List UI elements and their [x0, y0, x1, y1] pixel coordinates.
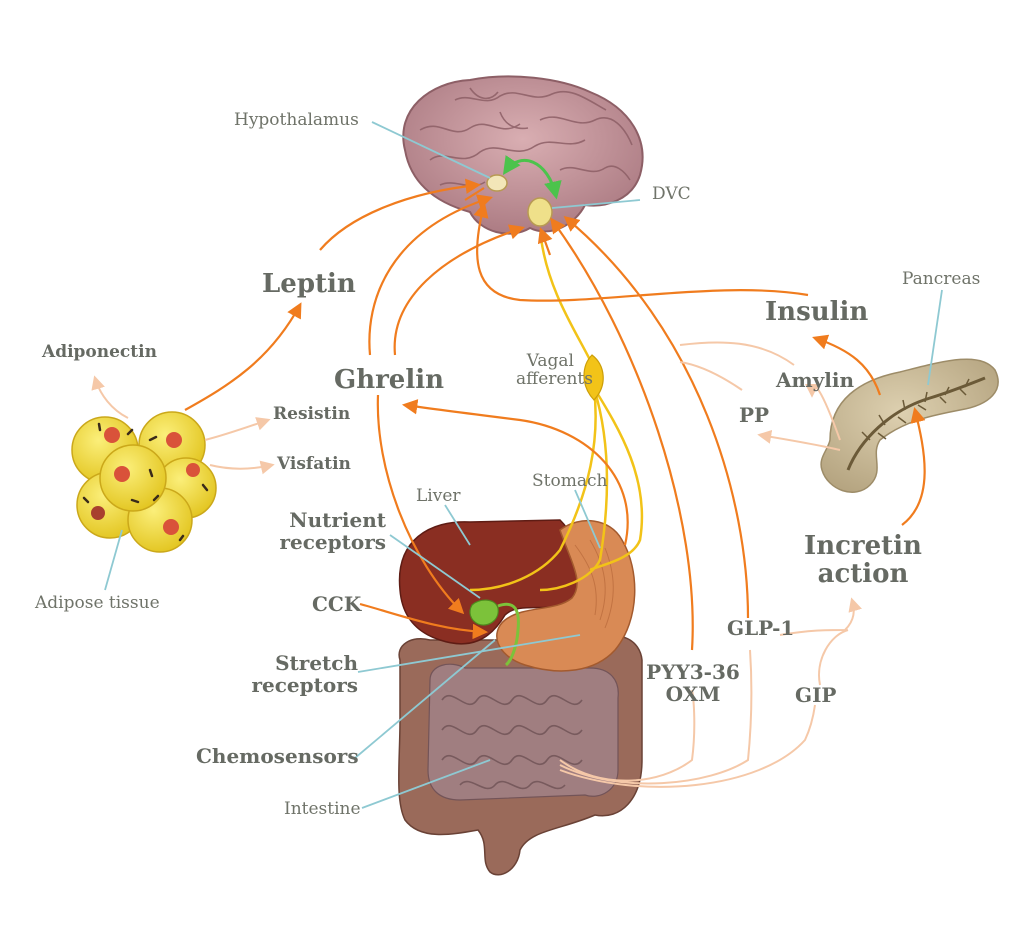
- pyy-oxm-label: PYY3-36 OXM: [640, 660, 746, 706]
- visfatin-label: Visfatin: [277, 454, 351, 474]
- resistin-arrow: [204, 417, 271, 441]
- pyy-line2: OXM: [665, 681, 721, 706]
- pancreas-label: Pancreas: [902, 269, 981, 289]
- dvc-label: DVC: [652, 184, 691, 204]
- visfatin-arrow: [209, 460, 275, 475]
- intestine-to-pyy-line: [559, 689, 696, 782]
- intestine-label: Intestine: [284, 799, 361, 819]
- ghrelin-to-nutrient-arrow: [376, 394, 465, 615]
- nutrient-receptors-line1: Nutrient: [289, 508, 386, 532]
- nutrient-receptors-callout: [389, 534, 481, 599]
- pp-arrow: [757, 429, 841, 451]
- pp-to-brain-line: [679, 361, 743, 391]
- digestive-organs: [398, 519, 643, 876]
- vagal-afferents-line2: afferents: [516, 369, 593, 390]
- adipose-tissue-label: Adipose tissue: [35, 593, 160, 613]
- pyy-to-dvc-arrow: [550, 217, 694, 651]
- amylin-arrow: [805, 383, 841, 441]
- leptin-to-hypothalamus-arrow: [319, 178, 482, 251]
- adipose-callout: [104, 529, 123, 591]
- pancreas: [820, 358, 999, 493]
- pancreas-callout: [927, 289, 943, 386]
- gip-label: GIP: [795, 683, 837, 707]
- intestine-to-gip-line: [559, 704, 816, 788]
- insulin-label: Insulin: [765, 297, 869, 327]
- dvc-nucleus: [527, 197, 553, 227]
- hypothalamus-dvc-link-arrow: [502, 155, 562, 200]
- leptin-label: Leptin: [262, 269, 356, 299]
- insulin-to-hypothalamus-arrow: [473, 202, 809, 302]
- pyy-line1: PYY3-36: [646, 660, 740, 684]
- amylin-label: Amylin: [776, 368, 855, 392]
- hypothalamus-callout: [371, 121, 491, 179]
- adiponectin-arrow: [91, 375, 129, 419]
- incretin-action-label: Incretin action: [798, 532, 928, 588]
- stomach-to-ghrelin-arrow: [401, 399, 629, 546]
- gallbladder: [469, 599, 499, 626]
- glp1-label: GLP-1: [727, 616, 795, 640]
- ghrelin-to-hypothalamus-arrow: [368, 194, 493, 356]
- orange-arrows: [184, 178, 926, 651]
- cck-label: CCK: [312, 592, 362, 616]
- stomach-callout: [574, 489, 601, 549]
- cck-arrow: [359, 602, 489, 640]
- hypothalamus-label: Hypothalamus: [234, 110, 359, 130]
- pp-label: PP: [739, 403, 770, 427]
- incretin-line2: action: [817, 559, 909, 590]
- amylin-to-brain-line: [679, 341, 795, 366]
- incretin-to-pancreas-arrow: [901, 407, 926, 526]
- peach-arrows: [91, 341, 862, 788]
- ghrelin-to-dvc-arrow: [393, 224, 525, 356]
- adiponectin-label: Adiponectin: [42, 342, 157, 362]
- callout-lines: [104, 121, 943, 809]
- stomach-label: Stomach: [532, 471, 608, 491]
- glp1-to-dvc-arrow: [563, 216, 750, 619]
- liver-callout: [444, 504, 471, 546]
- intestine-callout: [361, 759, 491, 809]
- nutrient-receptors-line2: receptors: [279, 529, 386, 554]
- stretch-receptors-line1: Stretch: [275, 651, 358, 675]
- chemosensors-label: Chemosensors: [196, 744, 359, 768]
- stretch-receptors-callout: [357, 634, 581, 673]
- ghrelin-label: Ghrelin: [334, 365, 445, 395]
- brain: [402, 75, 644, 235]
- vagal-afferent-nerves: [469, 237, 644, 592]
- incretin-line1: Incretin: [804, 531, 922, 561]
- nutrient-receptors-label: Nutrient receptors: [270, 508, 386, 554]
- dvc-callout: [551, 199, 641, 209]
- vagal-afferents-line1: Vagal: [526, 351, 574, 371]
- pancreas-to-insulin-arrow: [812, 334, 882, 396]
- intestine-to-glp1-line: [559, 649, 753, 785]
- resistin-label: Resistin: [273, 404, 351, 424]
- stretch-receptors-label: Stretch receptors: [248, 651, 358, 697]
- vagal-ganglion: [583, 354, 604, 401]
- stretch-receptors-line2: receptors: [251, 672, 358, 697]
- vagal-afferents-label: Vagal afferents: [516, 351, 593, 390]
- chemosensors-callout: [354, 639, 496, 759]
- adipose-to-leptin-arrow: [184, 302, 302, 411]
- liver-label: Liver: [416, 486, 461, 506]
- adipose-cells: [71, 411, 217, 553]
